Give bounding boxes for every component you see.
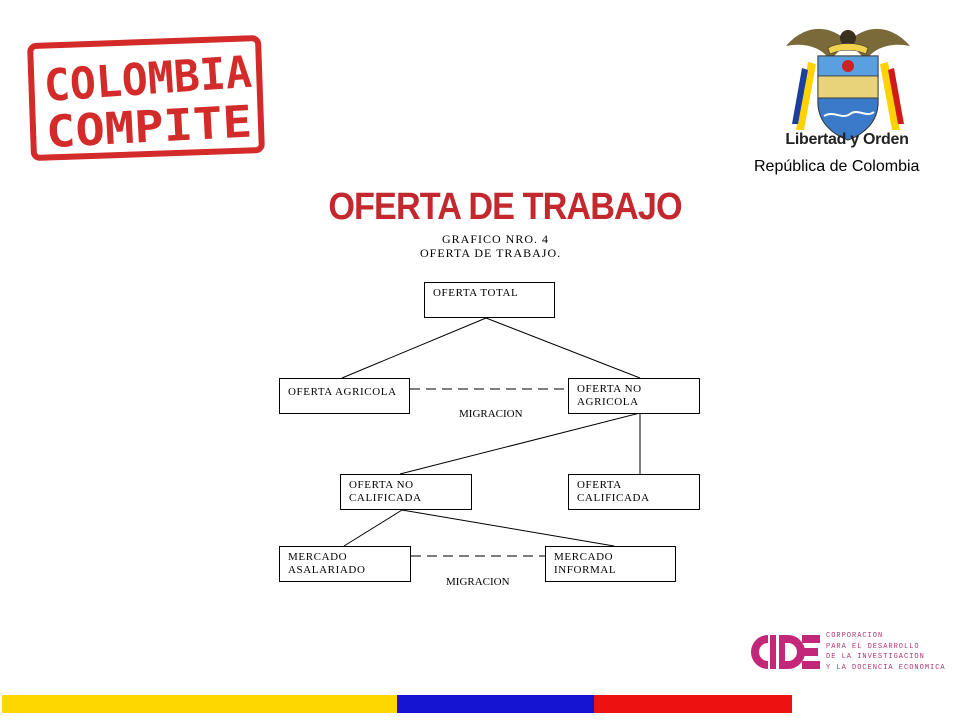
node-label-line-2: ASALARIADO (288, 564, 366, 576)
node-label-line-1: OFERTA NO (577, 383, 642, 395)
cide-line-4: Y LA DOCENCIA ECONOMICA (826, 663, 946, 672)
connector-total-agricola (341, 317, 487, 379)
figure-caption-number: GRAFICO NRO. 4 (442, 232, 550, 246)
colombia-compite-logo: COLOMBIA COMPITE (24, 32, 270, 164)
node-mercado-informal: MERCADO INFORMAL (545, 546, 676, 582)
node-label-line-1: OFERTA NO (349, 479, 414, 491)
node-label-line-1: MERCADO (554, 551, 614, 563)
cide-line-2: PARA EL DESARROLLO (826, 642, 920, 651)
migration-label-2: MIGRACION (446, 576, 510, 588)
migration-label-1: MIGRACION (459, 408, 523, 420)
connector-nocalif-informal (401, 509, 615, 547)
node-label: OFERTA AGRICOLA (288, 386, 397, 398)
coat-of-arms-icon (778, 12, 918, 152)
cide-text: CORPORACION PARA EL DESARROLLO DE LA INV… (826, 631, 946, 673)
connector-total-no-agricola (485, 317, 641, 379)
page-title: OFERTA DE TRABAJO (328, 186, 682, 228)
figure-caption-title: OFERTA DE TRABAJO. (420, 246, 562, 260)
cide-line-3: DE LA INVESTIGACION (826, 653, 925, 661)
node-oferta-total: OFERTA TOTAL (424, 282, 555, 318)
flag-bar-red (594, 695, 792, 713)
node-label-line-1: OFERTA (577, 479, 622, 491)
node-mercado-asalariado: MERCADO ASALARIADO (279, 546, 411, 582)
node-label-line-1: MERCADO (288, 551, 348, 563)
logo-line-2: COMPITE (45, 97, 253, 159)
node-label-line-2: AGRICOLA (577, 396, 639, 408)
flag-bar-blue (397, 695, 594, 713)
node-label-line-2: CALIFICADA (349, 492, 422, 504)
republic-label: República de Colombia (754, 158, 920, 175)
node-oferta-no-agricola: OFERTA NO AGRICOLA (568, 378, 700, 414)
cide-logo-icon (748, 631, 822, 673)
connector-nocalif-asalariado (343, 509, 403, 547)
node-oferta-calificada: OFERTA CALIFICADA (568, 474, 700, 510)
flag-bar-yellow (2, 695, 397, 713)
node-oferta-no-calificada: OFERTA NO CALIFICADA (340, 474, 472, 510)
cide-line-1: CORPORACION (826, 632, 884, 640)
node-label-line-2: CALIFICADA (577, 492, 650, 504)
arms-motto: Libertad y Orden (785, 131, 909, 148)
connector-noagri-nocalif (399, 412, 641, 475)
node-label: OFERTA TOTAL (433, 287, 519, 299)
node-oferta-agricola: OFERTA AGRICOLA (279, 378, 410, 414)
node-label-line-2: INFORMAL (554, 564, 617, 576)
